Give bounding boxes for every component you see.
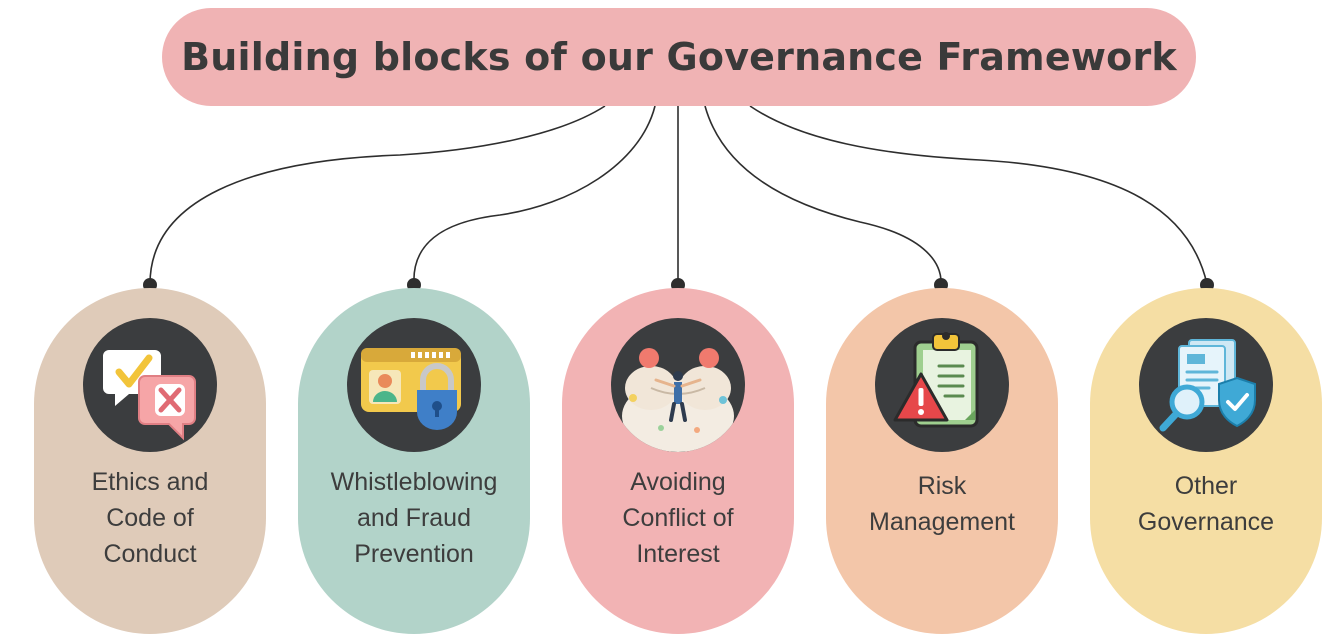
block-conflict-of-interest: Avoiding Conflict of Interest <box>562 288 794 634</box>
document-shield-magnifier-icon <box>1139 318 1273 452</box>
block-label: Ethics and Code of Conduct <box>91 468 209 568</box>
block-label: Other Governance <box>1137 472 1275 536</box>
connector-2 <box>413 105 656 285</box>
block-risk-management: Risk Management <box>826 288 1058 634</box>
block-label: Whistleblowing and Fraud Prevention <box>330 468 498 568</box>
connector-4 <box>704 105 942 285</box>
check-cross-speech-icon <box>83 318 217 452</box>
block-ethics: Ethics and Code of Conduct <box>34 288 266 634</box>
block-label: Risk Management <box>869 472 1015 536</box>
person-choosing-paths-icon <box>611 318 745 452</box>
connector-1 <box>149 105 606 285</box>
page-title: Building blocks of our Governance Framew… <box>181 35 1177 79</box>
title-banner: Building blocks of our Governance Framew… <box>162 8 1196 106</box>
block-other-governance: Other Governance <box>1090 288 1322 634</box>
block-label: Avoiding Conflict of Interest <box>622 468 734 568</box>
id-card-lock-icon <box>347 318 481 452</box>
block-whistleblowing: Whistleblowing and Fraud Prevention <box>298 288 530 634</box>
connector-5 <box>749 105 1208 285</box>
warning-clipboard-icon <box>875 318 1009 452</box>
